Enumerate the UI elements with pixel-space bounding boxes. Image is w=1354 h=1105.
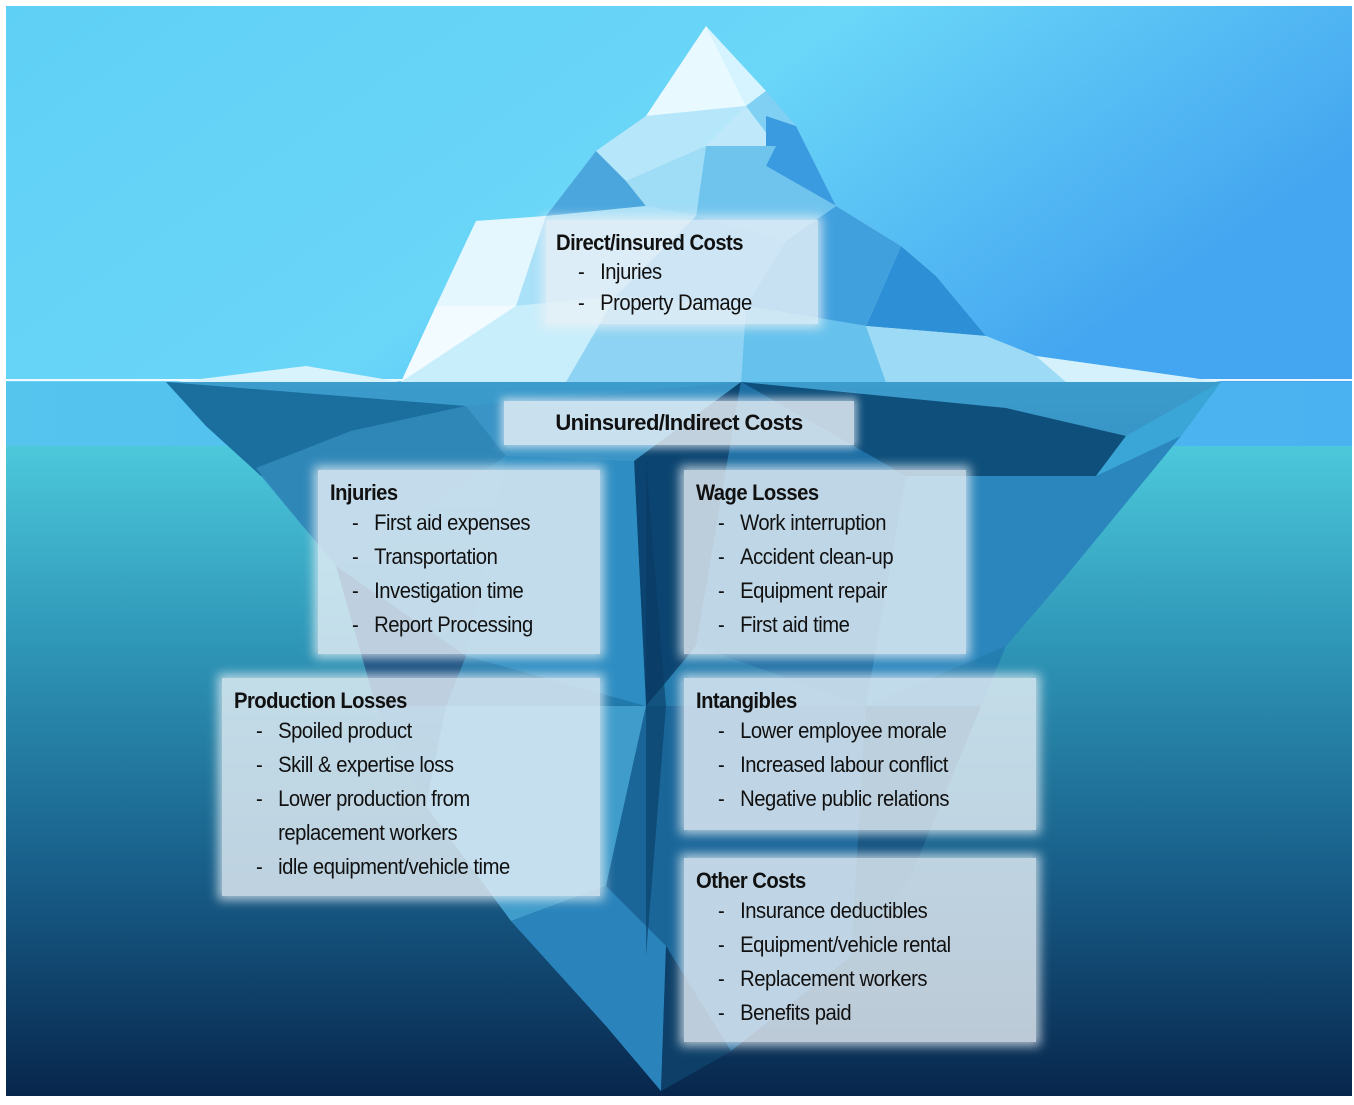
wage-losses-list: -Work interruption -Accident clean-up -E… bbox=[718, 506, 966, 642]
direct-costs-title: Direct/insured Costs bbox=[556, 230, 743, 255]
other-costs-list: -Insurance deductibles -Equipment/vehicl… bbox=[718, 894, 1036, 1030]
production-losses-list: -Spoiled product -Skill & expertise loss… bbox=[256, 714, 600, 884]
indirect-costs-band: Uninsured/Indirect Costs bbox=[504, 401, 854, 445]
list-item: -Lower production from bbox=[256, 786, 470, 811]
list-item: -idle equipment/vehicle time bbox=[256, 854, 510, 879]
wage-losses-box: Wage Losses -Work interruption -Accident… bbox=[684, 470, 966, 654]
list-item: -Injuries bbox=[578, 259, 662, 284]
direct-costs-box: Direct/insured Costs -Injuries -Property… bbox=[546, 220, 818, 324]
list-item: -Equipment/vehicle rental bbox=[718, 932, 951, 957]
iceberg-illustration bbox=[6, 6, 1352, 1096]
intangibles-list: -Lower employee morale -Increased labour… bbox=[718, 714, 1036, 816]
production-losses-box: Production Losses -Spoiled product -Skil… bbox=[222, 678, 600, 896]
list-item: -Lower employee morale bbox=[718, 718, 947, 743]
indirect-costs-title: Uninsured/Indirect Costs bbox=[555, 410, 803, 435]
list-item: -Spoiled product bbox=[256, 718, 412, 743]
list-item: -First aid time bbox=[718, 612, 850, 637]
list-item: -Investigation time bbox=[352, 578, 524, 603]
list-item: -Transportation bbox=[352, 544, 498, 569]
list-item-continuation: replacement workers bbox=[278, 820, 458, 845]
direct-costs-list: -Injuries -Property Damage bbox=[578, 256, 818, 318]
other-costs-box: Other Costs -Insurance deductibles -Equi… bbox=[684, 858, 1036, 1042]
list-item: -Negative public relations bbox=[718, 786, 950, 811]
intangibles-box: Intangibles -Lower employee morale -Incr… bbox=[684, 678, 1036, 830]
list-item: -Accident clean-up bbox=[718, 544, 894, 569]
other-costs-title: Other Costs bbox=[696, 868, 806, 893]
list-item: -Work interruption bbox=[718, 510, 887, 535]
list-item: -Replacement workers bbox=[718, 966, 928, 991]
list-item: -Insurance deductibles bbox=[718, 898, 928, 923]
injuries-list: -First aid expenses -Transportation -Inv… bbox=[352, 506, 600, 642]
list-item: -Increased labour conflict bbox=[718, 752, 948, 777]
list-item: -Skill & expertise loss bbox=[256, 752, 454, 777]
intangibles-title: Intangibles bbox=[696, 688, 797, 713]
list-item: -Property Damage bbox=[578, 290, 752, 315]
iceberg-diagram: Direct/insured Costs -Injuries -Property… bbox=[6, 6, 1352, 1096]
wage-losses-title: Wage Losses bbox=[696, 480, 819, 505]
injuries-box: Injuries -First aid expenses -Transporta… bbox=[318, 470, 600, 654]
list-item: -Report Processing bbox=[352, 612, 533, 637]
list-item: -First aid expenses bbox=[352, 510, 531, 535]
injuries-title: Injuries bbox=[330, 480, 398, 505]
production-losses-title: Production Losses bbox=[234, 688, 407, 713]
list-item: -Equipment repair bbox=[718, 578, 887, 603]
list-item: -Benefits paid bbox=[718, 1000, 852, 1025]
